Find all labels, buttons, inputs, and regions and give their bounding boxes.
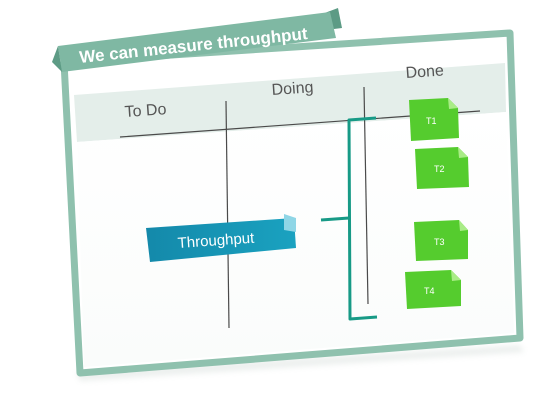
column-header-done: Done (405, 62, 444, 82)
ticket-t2: T2 (415, 147, 469, 189)
ticket-label: T2 (434, 164, 445, 174)
throughput-label: Throughput (177, 230, 256, 252)
ticket-t3: T3 (414, 220, 468, 261)
column-header-band (74, 63, 506, 142)
ticket-label: T1 (426, 116, 437, 126)
ticket-t4: T4 (405, 270, 461, 309)
board-inner (77, 112, 514, 367)
ticket-label: T4 (424, 286, 435, 296)
column-header-todo: To Do (124, 101, 167, 121)
board-shadow (76, 345, 524, 381)
ticket-t1: T1 (409, 98, 459, 141)
title-banner-tail (52, 46, 62, 72)
column-divider-doing-done (363, 86, 369, 305)
throughput-bracket (320, 116, 378, 321)
title-banner (58, 12, 336, 72)
column-header-doing: Doing (271, 79, 314, 99)
column-divider-todo-doing (225, 100, 230, 329)
throughput-tag: Throughput (146, 214, 296, 262)
ticket-label: T3 (434, 237, 445, 247)
